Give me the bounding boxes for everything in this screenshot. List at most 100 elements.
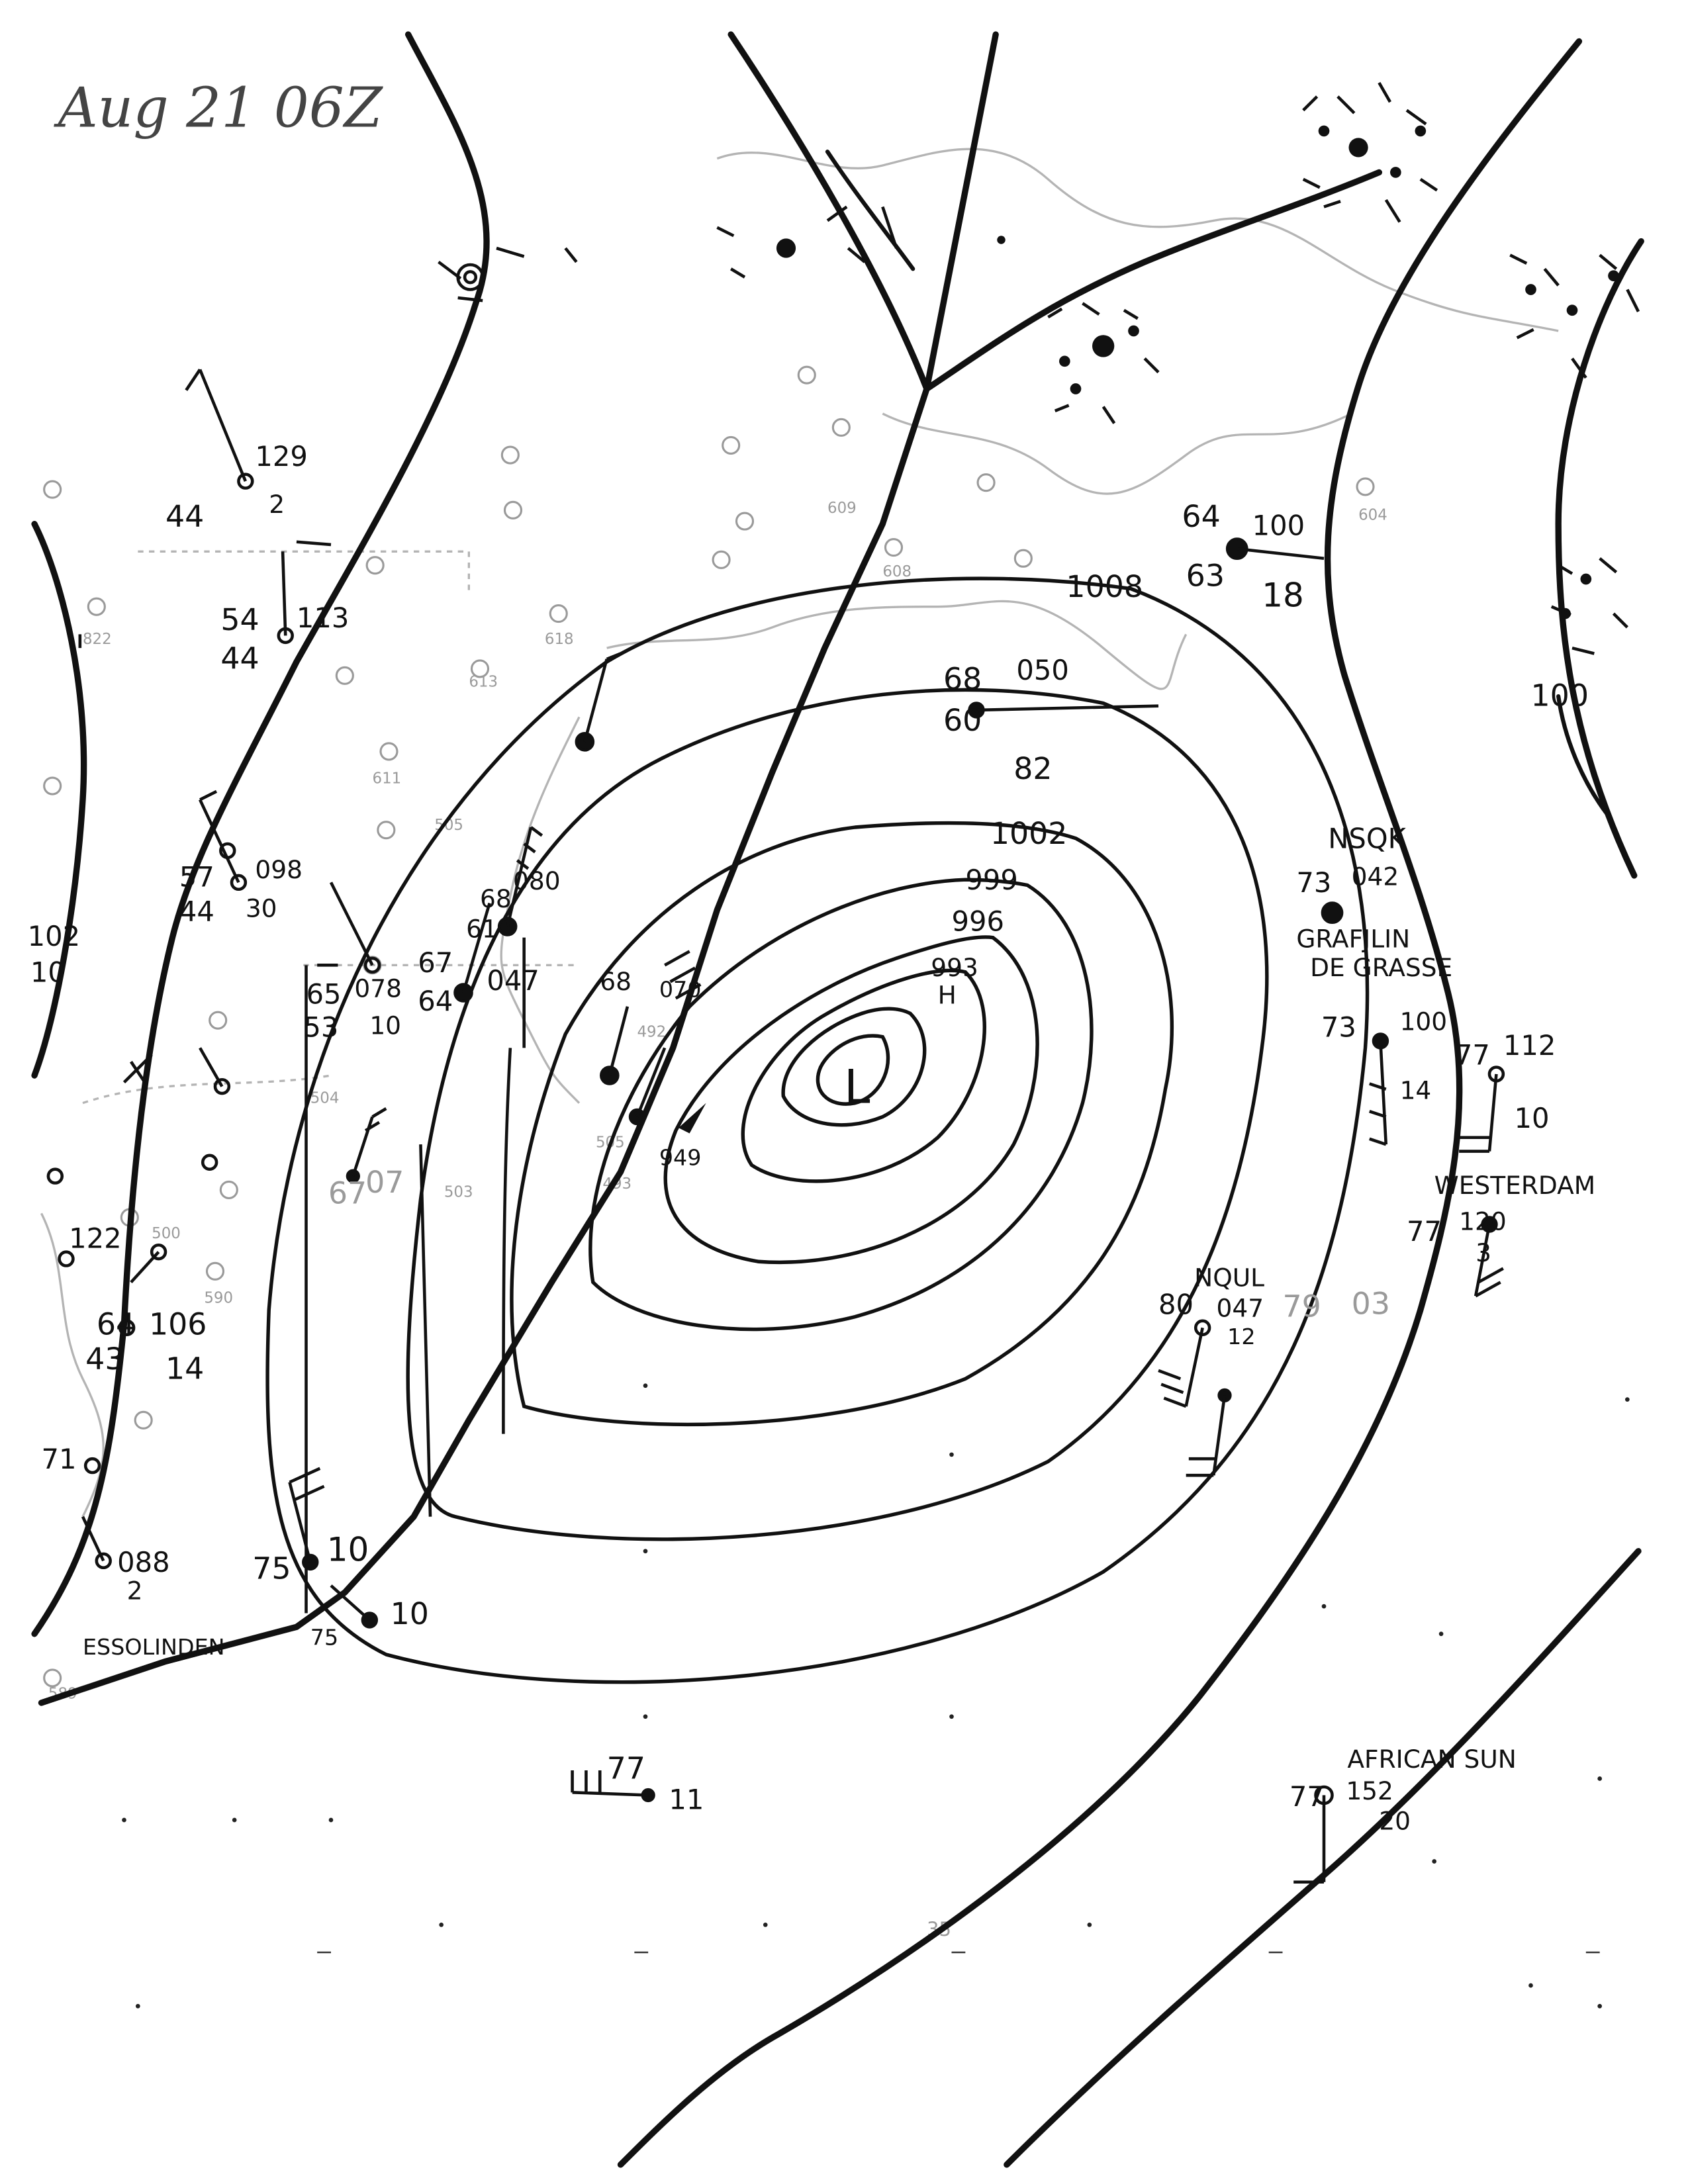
isobar-core [816,1034,890,1106]
station-temp: 73 [1296,866,1331,899]
station-pressure: 080 [513,866,561,895]
faint-station-numbers: 822 609 608 604 618 613 611 505 504 503 … [48,500,1387,1940]
station-tendency: 30 [246,893,277,923]
station-tendency: 10 [1515,1102,1550,1134]
station-temp: 64 [1182,498,1220,534]
station-pressure: 120 [1459,1206,1507,1236]
faint-station-circles [43,365,1375,1688]
station-temp: 57 [179,861,214,893]
analysis-lines [305,937,526,1614]
station-temp: 77 [607,1751,645,1786]
station-temp: 64 [97,1306,135,1342]
station-tendency: 14 [1400,1075,1432,1105]
isobar-2 [663,935,1039,1264]
station-dew: 44 [220,640,259,676]
svg-text:613: 613 [469,674,498,691]
ship-name-essolinden: ESSOLINDEN [83,1634,225,1660]
ship-name-africansun: AFRICAN SUN [1347,1745,1516,1774]
isobar-outer-6 [265,576,1370,1684]
isobar-east-1 [617,38,1583,2168]
station-pressure: 078 [354,974,402,1003]
grid-ticks [122,1383,1630,2009]
station-pressure: 07 [365,1164,404,1200]
isobar-label-996: 996 [952,905,1005,937]
svg-text:503: 503 [444,1183,473,1201]
isobar-west-1 [31,31,490,1637]
station-dew: 64 [418,985,453,1017]
state-boundary-1 [138,550,471,593]
front-wave [825,150,915,271]
isobar-label-999: 999 [965,864,1018,896]
station-dew: 43 [85,1341,124,1377]
station-temp: 77 [1407,1215,1442,1248]
station-tendency: 18 [1262,576,1304,615]
station-pressure: 106 [149,1306,207,1342]
map-title: Aug 21 06Z [54,76,384,140]
svg-text:608: 608 [882,563,912,580]
station-pressure: 03 [1352,1285,1390,1321]
isobar-label-1008: 1008 [1066,569,1143,604]
ship-name-nsqk: NSQK [1328,822,1407,854]
station-pressure: 070 [659,976,702,1002]
station-tendency: 82 [1013,751,1052,786]
station-pressure: 050 [1016,654,1069,686]
station-tendency: 10 [369,1011,401,1040]
station-pressure: 10 [327,1530,369,1569]
svg-text:500: 500 [152,1225,181,1242]
station-pressure: 100 [1252,509,1305,541]
isobar-label-1002: 1002 [990,815,1068,851]
station-temp: 68 [480,884,512,913]
station-tendency: 14 [165,1350,204,1386]
isobar-label-993: 993 [931,953,978,982]
station-temp: 79 [1283,1289,1321,1324]
front-main [38,31,999,1706]
ship-name-grafjlin: GRAFJLIN [1296,924,1410,953]
station-dew: 44 [179,895,214,928]
station-temp: 65 [306,978,342,1011]
station-temp: 44 [165,498,204,534]
svg-text:492: 492 [637,1024,667,1041]
station-pressure: 098 [255,855,303,884]
svg-text:590: 590 [204,1290,233,1307]
isobar-center [781,1007,927,1127]
station-cluster-north [776,125,1619,619]
station-temp: 73 [1321,1011,1356,1044]
station-tendency: 2 [269,490,285,519]
station-tendency: 10 [30,956,66,988]
cluster-scribbles [438,81,1640,655]
station-temp: 77 [1289,1780,1325,1813]
station-temp: 77 [1455,1038,1490,1071]
station-temp: 71 [42,1443,77,1475]
station-labels: 64 100 63 18 68 050 60 82 NSQK 73 042 GR… [28,440,1595,1835]
svg-text:822: 822 [83,631,112,648]
isobar-4 [510,821,1174,1427]
coastline-north [716,148,1559,332]
station-temp: 67 [328,1175,367,1211]
station-dew: 63 [1186,557,1225,593]
svg-text:604: 604 [1358,506,1387,523]
station-pressure: 042 [1352,862,1399,891]
station-pressure: 047 [1217,1294,1264,1323]
station-temp: 54 [220,602,259,637]
storm-motion-arrow [679,1103,706,1134]
station-pressure: 112 [1503,1029,1556,1062]
svg-text:618: 618 [545,631,574,648]
station-tendency: 3 [1476,1238,1491,1267]
coastline-newengland [606,600,1188,690]
station-temp: 68 [600,967,632,996]
station-pressure: 100 [1531,678,1589,713]
ship-name-nqul: NQUL [1194,1263,1264,1293]
station-temp-2: 75 [310,1624,338,1650]
coastline-midatlantic [500,716,581,1104]
isobar-1 [741,968,986,1183]
station-pressure: 100 [1400,1007,1448,1036]
station-pressure: 047 [487,964,539,997]
station-pressure: 152 [1346,1776,1393,1805]
station-temp: 68 [943,661,982,697]
ship-name-westerdam: WESTERDAM [1434,1171,1595,1200]
station-temp: 80 [1158,1288,1194,1320]
station-tendency: 2 [127,1576,143,1606]
svg-text:609: 609 [827,500,857,517]
svg-text:611: 611 [373,770,402,787]
